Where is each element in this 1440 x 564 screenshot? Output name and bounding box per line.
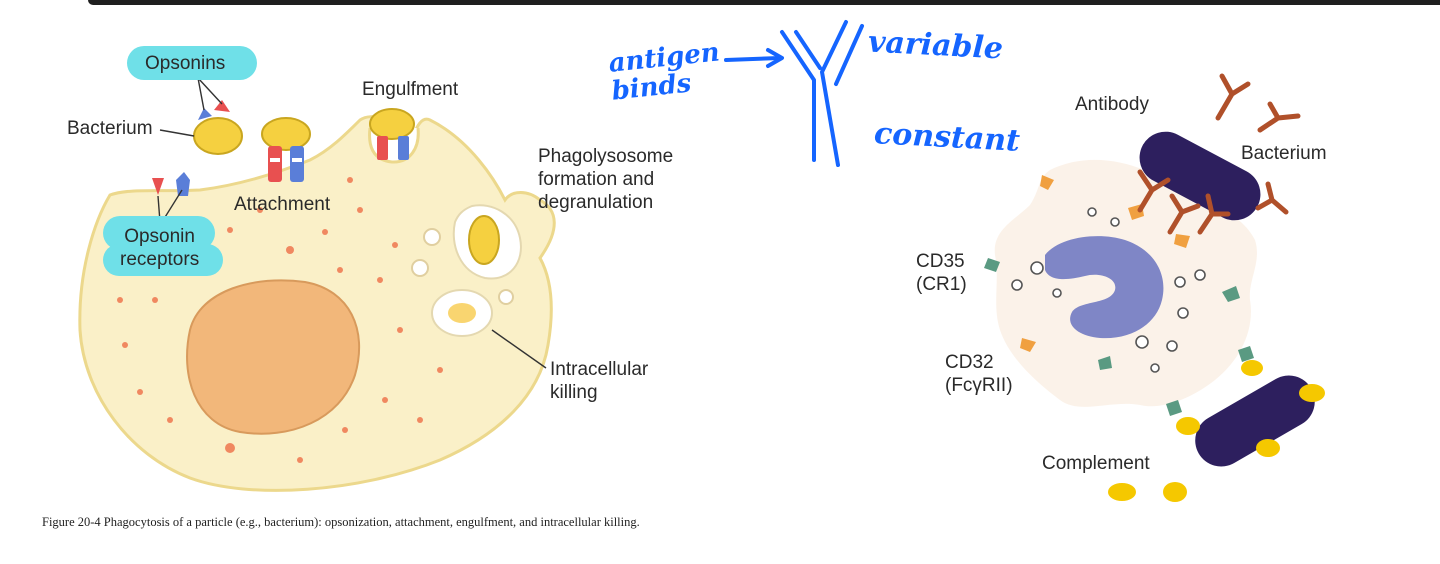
arrow-head	[766, 48, 784, 68]
opsonin-blue	[198, 108, 212, 120]
complement-fragments	[1108, 360, 1325, 502]
figure-caption: Figure 20-4 Phagocytosis of a particle (…	[42, 515, 640, 529]
cell-nucleus	[186, 279, 360, 435]
label-bacterium-left: Bacterium	[67, 118, 153, 139]
opsonins-pill	[127, 46, 257, 80]
antibody-left-arm-inner	[794, 30, 822, 70]
degraded-bacterium	[448, 303, 476, 323]
receptor-blue	[398, 136, 409, 160]
label-complement: Complement	[1042, 453, 1150, 474]
cd35-receptors	[984, 258, 1254, 416]
granule	[423, 228, 441, 246]
opsonin-receptors-pill-bottom	[103, 244, 223, 276]
bacterium-attached	[261, 117, 311, 151]
opsonin-red	[214, 100, 230, 112]
receptor-red	[268, 146, 282, 182]
arrow-line	[724, 56, 782, 62]
opsonin-receptor-left	[152, 172, 190, 196]
label-engulfment: Engulfment	[362, 79, 459, 100]
receptor-red	[377, 136, 388, 160]
granule	[498, 289, 514, 305]
neutrophil-nucleus	[1045, 236, 1164, 339]
bacterium-engulfing	[369, 108, 415, 140]
neutrophil-vesicles	[1011, 207, 1206, 373]
label-opsonin-receptors: Opsonin receptors	[120, 226, 200, 270]
antibodies	[1137, 73, 1301, 235]
label-phagolysosome: Phagolysosome formation and degranulatio…	[538, 146, 674, 213]
receptor-blue	[290, 146, 304, 182]
label-bacterium-right: Bacterium	[1241, 143, 1327, 164]
bacterium-bottom	[1195, 375, 1315, 467]
label-antibody: Antibody	[1075, 94, 1149, 115]
antibody-left-arm	[780, 30, 816, 162]
label-intracellular-killing: Intracellular killing	[550, 359, 649, 403]
phagocytosis-diagram	[78, 77, 556, 492]
label-opsonins: Opsonins	[145, 53, 226, 74]
antibody-right-arm	[820, 20, 848, 167]
top-border	[88, 0, 1440, 5]
engulfed-bacterium	[468, 215, 500, 265]
label-attachment: Attachment	[234, 194, 331, 215]
granule	[411, 259, 429, 277]
label-cd35: CD35 (CR1)	[916, 251, 967, 295]
bacterium-top	[1139, 131, 1261, 221]
label-cd32: CD32 (FcγRII)	[945, 352, 1013, 396]
antibody-right-arm-outer	[834, 24, 864, 86]
